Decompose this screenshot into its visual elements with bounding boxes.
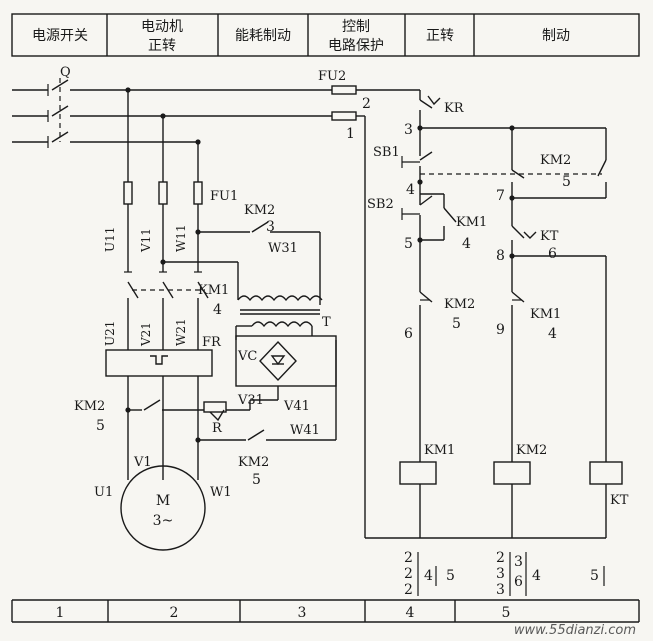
label-node-1: 1 [346,126,355,142]
label-node-7: 7 [496,188,505,204]
km2-braking-contact-top: KM2 3 W31 [195,203,321,305]
label-fu1: FU1 [210,189,238,204]
fuse-fu2: FU2 2 1 [318,69,420,142]
label-sb1: SB1 [373,145,400,160]
label-r: R [212,421,223,436]
km1-main-contacts: KM1 4 [124,271,229,318]
header-motor-forward: 正转 [148,38,176,54]
power-switch-q: Q [12,65,340,148]
label-km2-bot-5: 5 [252,472,261,488]
transformer-t: T [235,295,331,340]
label-kt-contact: KT [540,229,559,244]
label-node-5: 5 [404,236,413,252]
km2-braking-contact-bot: W41 KM2 5 [195,423,337,488]
label-m-3phase: 3~ [153,513,174,529]
control-circuit: KR 3 SB1 4 SB2 5 KM1 [364,90,629,539]
label-u11: U11 [103,227,117,252]
label-fr: FR [202,335,222,350]
label-w41: W41 [290,423,320,438]
ref-km1-a2: 2 [404,566,413,582]
label-coil-km2: KM2 [516,443,547,458]
km2-braking-contact-mid: KM2 5 V31 V41 R [74,393,310,436]
label-node-4: 4 [406,182,415,198]
label-u1: U1 [94,485,113,500]
watermark: www.55dianzi.com [514,623,636,638]
label-v11: V11 [139,228,153,253]
label-coil-kt: KT [610,493,629,508]
label-fu2: FU2 [318,69,346,84]
label-t: T [322,315,331,330]
header-table: 电源开关 电动机 正转 能耗制动 控制 电路保护 正转 制动 [11,13,640,57]
label-node-8: 8 [496,248,505,264]
footer-col-2: 2 [170,605,179,621]
ref-km2-b3: 3 [496,582,505,598]
label-w1: W1 [210,485,232,500]
header-motor: 电动机 [141,19,183,35]
thermal-relay-fr: FR [105,335,222,377]
label-coil-km1: KM1 [424,443,455,458]
label-km2-top: KM2 [244,203,275,218]
label-vc: VC [237,349,257,364]
label-node-6: 6 [404,326,413,342]
ref-km2-b4: 3 [514,554,523,570]
footer-col-1: 1 [56,605,65,621]
label-km1-main-4: 4 [213,302,222,318]
footer-col-5: 5 [502,605,511,621]
label-m: M [156,493,170,509]
ref-km1-a1: 2 [404,550,413,566]
contact-references: 2 2 2 4 5 2 3 3 3 6 4 5 [404,550,605,598]
header-dynamic-braking: 能耗制动 [235,28,291,44]
ref-km1-a4: 4 [424,568,433,584]
header-forward: 正转 [426,28,454,44]
label-km1-interlock: KM1 [530,307,561,322]
label-v41: V41 [283,399,310,414]
motor-m: M 3~ U1 W1 [94,465,232,551]
label-v21: V21 [139,322,153,347]
label-q: Q [60,65,71,80]
ref-km2-b5: 6 [514,574,523,590]
label-km1-hold: KM1 [456,215,487,230]
ref-kt-c1: 5 [590,568,599,584]
label-km2-top-3: 3 [266,219,275,235]
label-km2-interlock-5: 5 [452,316,461,332]
label-km2-mid: KM2 [74,399,105,414]
header-power-switch: 电源开关 [32,28,88,44]
footer-col-3: 3 [298,605,307,621]
label-km2-mid-5: 5 [96,418,105,434]
label-v1: V1 [133,455,152,470]
footer-col-4: 4 [406,605,415,621]
label-w21: W21 [174,318,188,346]
label-w11: W11 [174,224,188,252]
label-node-3: 3 [404,122,413,138]
ref-km1-a3: 2 [404,582,413,598]
ref-km1-a5: 5 [446,568,455,584]
label-v31: V31 [237,393,264,408]
label-w31: W31 [268,241,298,256]
label-km1-hold-4: 4 [462,236,471,252]
fuse-fu1: FU1 [123,181,238,205]
ref-km2-b6: 4 [532,568,541,584]
label-km2-right: KM2 [540,153,571,168]
label-node-9: 9 [496,322,505,338]
ref-km2-b1: 2 [496,550,505,566]
label-km2-interlock: KM2 [444,297,475,312]
ref-km2-b2: 3 [496,566,505,582]
label-km2-bot: KM2 [238,455,269,470]
label-km1-main: KM1 [198,283,229,298]
header-braking: 制动 [542,28,570,44]
label-km2-right-5: 5 [562,174,571,190]
footer-table: 1 2 3 4 5 [11,599,640,623]
label-kr: KR [444,101,465,116]
header-circuit-protection: 电路保护 [328,38,384,54]
header-control: 控制 [342,19,370,35]
label-km1-interlock-4: 4 [548,326,557,342]
rectifier-vc: VC [235,335,337,436]
label-node-2: 2 [362,96,371,112]
label-kt-contact-6: 6 [548,246,557,262]
label-u21: U21 [103,321,117,346]
label-sb2: SB2 [367,197,394,212]
